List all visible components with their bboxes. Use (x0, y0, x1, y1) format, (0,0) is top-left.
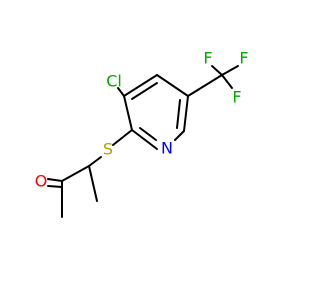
fluorine-label-top-right: F (239, 49, 248, 68)
bond-c6-n (174, 130, 185, 141)
bond-c2-s (112, 129, 133, 146)
bond-c5-c6-inner (176, 99, 181, 129)
bond-co-o-second (47, 185, 63, 188)
structure-diagram: Cl S N O F F F (35, 49, 249, 218)
fluorine-label-bottom: F (232, 88, 241, 107)
oxygen-label: O (35, 172, 48, 191)
bond-ch-ch3 (88, 165, 98, 202)
bond-s-ch (88, 156, 102, 167)
bond-c5-cf3 (187, 74, 223, 97)
fluorine-label-top-left: F (203, 49, 212, 68)
nitrogen-label: N (161, 139, 173, 158)
bond-cf3-f3 (221, 74, 233, 89)
bond-cf3-f2 (221, 65, 239, 76)
bond-cf3-f1 (211, 65, 223, 76)
bond-c2-c3 (123, 95, 133, 131)
chlorine-label: Cl (106, 72, 122, 91)
bond-co-o (47, 178, 63, 182)
bond-n-c2-inner (139, 127, 157, 141)
sulfur-label: S (103, 140, 113, 159)
bond-c3-c4 (123, 74, 158, 97)
atom-labels: Cl S N O F F F (35, 49, 249, 191)
bond-c3-cl (117, 87, 125, 97)
bond-c4-c5 (156, 74, 189, 97)
bond-ch-co (61, 165, 90, 182)
bond-c5-c6 (183, 95, 189, 132)
bond-n-c2 (131, 129, 158, 150)
bond-lines (47, 65, 239, 218)
bond-c3-c4-inner (131, 82, 158, 100)
